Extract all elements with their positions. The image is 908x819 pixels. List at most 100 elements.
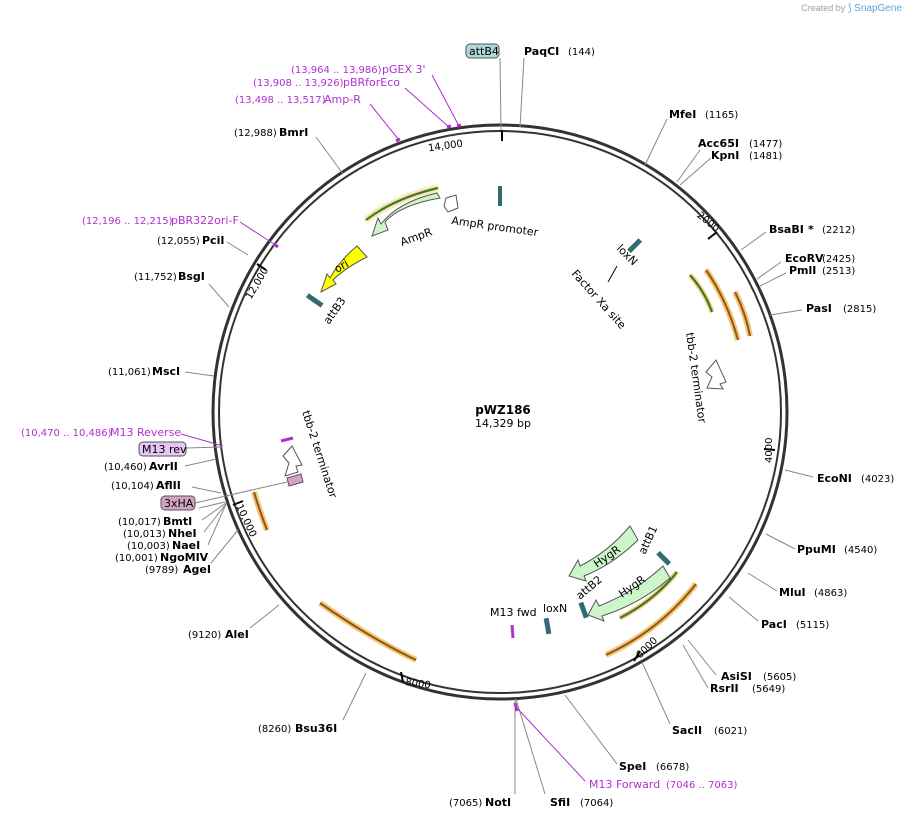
plasmid-length: 14,329 bp [475,417,531,430]
primer-pos-m13fwd: (7046 .. 7063) [666,780,738,791]
site-name-bsgi: BsgI [178,270,205,283]
attB4-label: attB4 [469,45,499,58]
primer-name-pbrforeco: pBRforEco [343,76,400,89]
site-name-paci: PacI [761,618,787,631]
tbb2-right-label: tbb-2 terminator [683,332,709,425]
ori-label: ori [332,257,351,275]
site-pos-noti: (7065) [449,798,482,809]
m13rev-box[interactable] [138,441,187,457]
site-pos-bmti: (10,017) [118,517,161,528]
primer-name-pbr322: pBR322ori-F [171,214,239,227]
site-pos-asisi: (5605) [763,672,796,683]
factor-xa-label: Factor Xa site [569,267,629,331]
site-name-kpni: KpnI [711,149,739,162]
attB1-mark [656,550,672,566]
tbb2-left-arrow[interactable] [282,445,303,477]
site-pos-sfii: (7064) [580,798,613,809]
ampr-glow [364,185,439,222]
site-name-bsu36i: Bsu36I [295,722,337,735]
snapgene-logo-icon: ⟆ [847,3,852,14]
primer-pos-pbr322: (12,196 .. 12,215) [82,216,173,227]
site-mark-bsabi: * [808,223,814,236]
tick-10000: 10,000 [233,503,258,539]
ha-label: 3xHA [164,497,194,510]
attB1-label: attB1 [636,524,660,557]
site-name-bsabi: BsaBI [769,223,804,236]
site-pos-pasi: (2815) [843,304,876,315]
site-leader-lines [184,57,814,795]
site-name-econi: EcoNI [817,472,852,485]
primer-name-m13fwd: M13 Forward [589,778,660,791]
site-pos-rsrii: (5649) [752,684,785,695]
ampr-arrow[interactable] [371,192,441,237]
bottom-right-track [605,583,697,656]
site-name-msci: MscI [152,365,180,378]
attB4-box[interactable] [465,43,500,59]
loxN-top-mark [627,238,643,254]
site-name-naei: NaeI [172,539,200,552]
ampr-promoter-arrow[interactable] [443,194,459,213]
primer-pos-m13rev: (10,470 .. 10,486) [21,428,112,439]
site-name-pcii: PciI [202,234,224,247]
site-name-nhei: NheI [168,527,197,540]
ampr-track [365,187,439,221]
m13rev-label: M13 rev [142,443,187,456]
site-pos-bsu36i: (8260) [258,724,291,735]
site-pos-agei: (9789) [145,565,178,576]
site-pos-bmri: (12,988) [234,128,277,139]
site-pos-mlui: (4863) [814,588,847,599]
plasmid-name: pWZ186 [475,403,531,417]
primer-name-pgex: pGEX 3' [382,63,426,76]
site-name-sacii: SacII [672,724,702,737]
loxN-bottom-mark [543,617,552,635]
hygR-arrow-2[interactable] [587,565,671,622]
site-pos-spei: (6678) [656,762,689,773]
site-pos-acc65i: (1477) [749,139,782,150]
ha-tag[interactable] [286,473,304,487]
site-pos-avrii: (10,460) [104,462,147,473]
site-pos-bsabi: (2212) [822,225,855,236]
site-name-noti: NotI [485,796,511,809]
primer-labels: (13,964 .. 13,986) pGEX 3' (13,908 .. 13… [21,63,738,791]
m13-fwd-mark [510,624,515,639]
site-name-paqci: PaqCI [524,45,559,58]
ampr-label: AmpR [399,225,435,249]
ha-box[interactable] [160,495,196,511]
tick-14000: 14,000 [427,139,463,155]
site-name-avrii: AvrII [149,460,178,473]
tick-12000: 12,000 [244,266,271,302]
tbb2-right-track-2 [734,291,751,337]
primer-pos-ampr: (13,498 .. 13,517) [235,95,326,106]
site-name-alei: AleI [225,628,249,641]
site-pos-ecorv: (2425) [822,254,855,265]
hygR-arrow-1[interactable] [568,525,639,582]
primer-name-ampr: Amp-R [324,93,361,106]
m13-fwd-label: M13 fwd [490,606,537,619]
loxN-connector [607,265,618,283]
primer-pos-pbrforeco: (13,908 .. 13,926) [253,78,344,89]
green-right-glow [688,273,715,313]
site-pos-kpni: (1481) [749,151,782,162]
site-name-spei: SpeI [619,760,646,773]
site-pos-pcii: (12,055) [157,236,200,247]
ori-arrow[interactable] [320,245,368,294]
site-name-bmri: BmrI [279,126,308,139]
primer-leader-lines [180,74,586,782]
scale-ticks [232,130,776,683]
ampr-promoter-label: AmpR promoter [451,214,540,239]
attB3-label: attB3 [321,295,349,327]
site-name-acc65i: Acc65I [698,137,739,150]
left-orange-track [253,491,268,531]
site-name-agei: AgeI [183,563,211,576]
site-labels-right: PaqCI (144) MfeI (1165) Acc65I (1477) Kp… [524,45,894,809]
site-pos-msci: (11,061) [108,367,151,378]
tbb2-right-arrow[interactable] [705,359,727,390]
tick-8000: 8000 [405,677,432,691]
green-right-track [689,274,713,313]
attB4-leader [499,57,502,131]
site-pos-paci: (5115) [796,620,829,631]
primer-name-m13rev: M13 Reverse [110,426,181,439]
tick-4000: 4000 [764,438,775,463]
site-name-ngomiv: NgoMIV [160,551,209,564]
primer-pos-pgex: (13,964 .. 13,986) [291,65,382,76]
